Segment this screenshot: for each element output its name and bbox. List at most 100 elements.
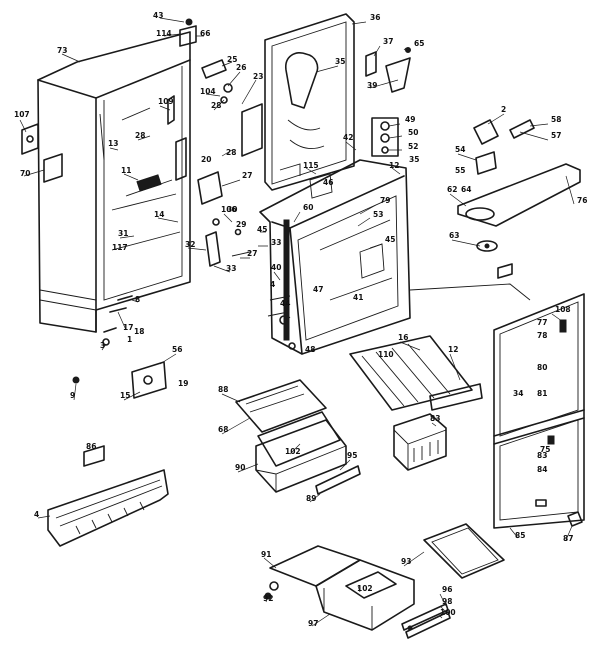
part-label: 60	[303, 203, 313, 212]
part-label: 50	[408, 128, 418, 137]
part-label: 19	[178, 379, 188, 388]
cabinet-shell	[37, 31, 191, 333]
pan-and-rails	[401, 523, 505, 639]
part-label: 91	[261, 550, 271, 559]
part-label: 85	[515, 531, 525, 540]
part-label: 108	[555, 305, 571, 314]
part-label: 3	[100, 341, 105, 350]
part-label: 2	[501, 105, 506, 114]
part-label: 56	[172, 345, 182, 354]
wire-shelf	[349, 335, 483, 411]
part-label: 90	[235, 463, 245, 472]
part-label: 4	[34, 510, 39, 519]
part-label: 32	[185, 240, 195, 249]
part-label: 81	[537, 389, 547, 398]
part-label: 70	[20, 169, 30, 178]
part-label: 52	[408, 142, 418, 151]
part-label: 35	[335, 57, 345, 66]
part-label: 36	[370, 13, 380, 22]
part-label: 40	[271, 263, 281, 272]
part-label: 62	[447, 185, 457, 194]
part-label: 68	[218, 425, 228, 434]
part-label: 47	[313, 285, 323, 294]
part-label: 89	[306, 494, 316, 503]
part-label: 77	[537, 318, 547, 327]
part-label: 25	[227, 55, 237, 64]
part-label: 75	[540, 445, 550, 454]
part-label: 66	[200, 29, 210, 38]
part-label: 18	[134, 327, 144, 336]
part-label: 84	[537, 465, 547, 474]
part-label: 65	[414, 39, 424, 48]
part-label: 12	[389, 161, 399, 170]
part-label: 27	[247, 249, 257, 258]
part-label: 45	[385, 235, 395, 244]
part-label: 92	[263, 594, 273, 603]
part-label: 83	[430, 414, 440, 423]
part-label: 23	[253, 72, 263, 81]
part-label: 37	[383, 37, 393, 46]
part-label: 57	[551, 131, 561, 140]
part-label: 58	[551, 115, 561, 124]
part-label: 16	[398, 333, 408, 342]
part-label: 33	[271, 238, 281, 247]
part-label: 64	[461, 185, 471, 194]
part-label: 27	[242, 171, 252, 180]
part-label: 95	[347, 451, 357, 460]
part-label: 4	[270, 280, 275, 289]
cabinet-hardware	[21, 18, 263, 399]
part-label: 45	[257, 225, 267, 234]
part-label: 117	[112, 243, 128, 252]
part-label: 13	[108, 139, 118, 148]
part-label: 88	[218, 385, 228, 394]
freezer-liner	[259, 159, 411, 355]
part-label: 54	[455, 145, 465, 154]
part-label: 93	[401, 557, 411, 566]
fan-base-assembly	[409, 119, 581, 301]
part-label: 97	[308, 619, 318, 628]
part-label: 78	[537, 331, 547, 340]
part-label: 31	[118, 229, 128, 238]
part-label: 15	[120, 391, 130, 400]
part-label: 30	[227, 205, 237, 214]
part-label: 55	[455, 166, 465, 175]
part-label: 76	[577, 196, 587, 205]
part-label: 12	[448, 345, 458, 354]
part-label: 42	[343, 133, 353, 142]
part-label: 41	[353, 293, 363, 302]
part-label: 17	[123, 323, 133, 332]
part-label: 34	[513, 389, 523, 398]
part-label: 87	[563, 534, 573, 543]
part-label: 28	[226, 148, 236, 157]
part-label: 33	[226, 264, 236, 273]
lower-drawer	[264, 545, 415, 631]
part-label: 26	[236, 63, 246, 72]
part-label: 46	[323, 178, 333, 187]
part-label: 53	[373, 210, 383, 219]
part-label: 114	[156, 29, 172, 38]
part-label: 80	[537, 363, 547, 372]
part-label: 104	[200, 87, 216, 96]
leader-lines	[19, 17, 575, 627]
liner-panel	[264, 13, 411, 191]
part-label: 79	[380, 196, 390, 205]
part-label: 9	[70, 391, 75, 400]
part-label: 109	[158, 97, 174, 106]
part-label: 28	[211, 101, 221, 110]
part-label: 20	[201, 155, 211, 164]
part-label: 102	[285, 447, 301, 456]
part-label: 49	[405, 115, 415, 124]
part-label: 1	[127, 335, 132, 344]
part-label: 83	[537, 451, 547, 460]
part-label: 44	[280, 299, 290, 308]
part-label: 100	[440, 608, 456, 617]
part-label: 14	[154, 210, 164, 219]
part-label: 73	[57, 46, 67, 55]
part-label: 11	[121, 166, 131, 175]
part-label: 8	[135, 295, 140, 304]
part-label: 110	[378, 350, 394, 359]
part-label: 48	[305, 345, 315, 354]
part-label: 115	[303, 161, 319, 170]
